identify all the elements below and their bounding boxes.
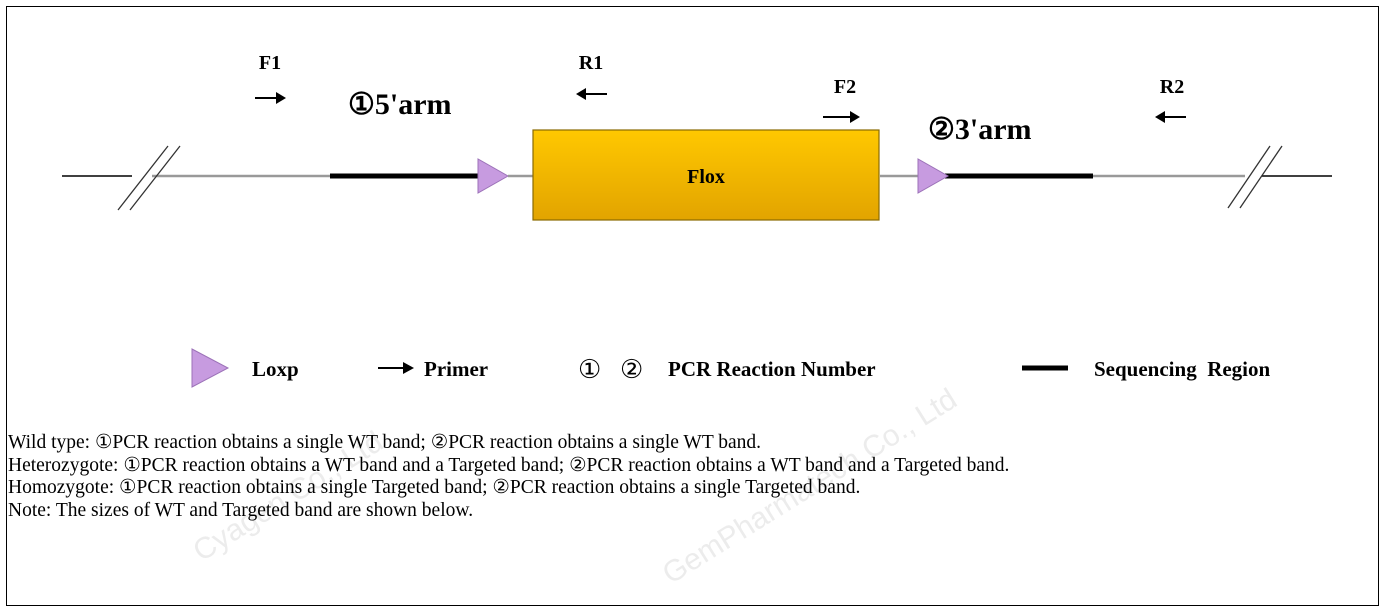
legend-pcr-number-2: ② [620, 355, 643, 385]
legend-primer-label: Primer [424, 357, 488, 381]
note-homozygote: Homozygote: ①PCR reaction obtains a sing… [8, 477, 861, 498]
legend-pcr-number-1: ① [578, 355, 601, 385]
primer-f1-label: F1 [259, 52, 281, 74]
legend-sequencing-label: Sequencing Region [1094, 357, 1271, 381]
primer-r2-label: R2 [1160, 76, 1184, 98]
legend-loxp-label: Loxp [252, 357, 299, 381]
note-wild-type: Wild type: ①PCR reaction obtains a singl… [8, 432, 762, 453]
legend-loxp-icon [191, 348, 230, 388]
arm-5-label: ①5'arm [348, 88, 452, 121]
break-mark-left [117, 145, 181, 211]
break-mark-right [1227, 145, 1283, 209]
loxp-site-left [477, 158, 510, 194]
note-band-sizes: Note: The sizes of WT and Targeted band … [8, 499, 474, 521]
primer-f2-label: F2 [834, 76, 856, 98]
primer-r2-arrow [1155, 111, 1186, 123]
genotype-notes: Wild type: ①PCR reaction obtains a singl… [8, 432, 1368, 522]
flox-label: Flox [687, 166, 725, 188]
flox-diagram: Flox ①5'arm ②3'arm F1 R1 F2 R2 Loxp Prim… [62, 52, 1332, 388]
arm-3-label: ②3'arm [928, 113, 1032, 146]
note-heterozygote: Heterozygote: ①PCR reaction obtains a WT… [8, 454, 1010, 476]
primer-r1-label: R1 [579, 52, 603, 74]
legend: Loxp Primer ① ② PCR Reaction Number Sequ… [191, 348, 1271, 388]
flox-box [532, 129, 880, 221]
primer-f2-arrow [823, 111, 860, 123]
legend-pcr-label: PCR Reaction Number [668, 357, 876, 381]
primer-r1-arrow [576, 88, 607, 100]
legend-primer-icon [378, 362, 414, 374]
loxp-site-right [917, 158, 950, 194]
primer-f1-arrow [255, 92, 286, 104]
